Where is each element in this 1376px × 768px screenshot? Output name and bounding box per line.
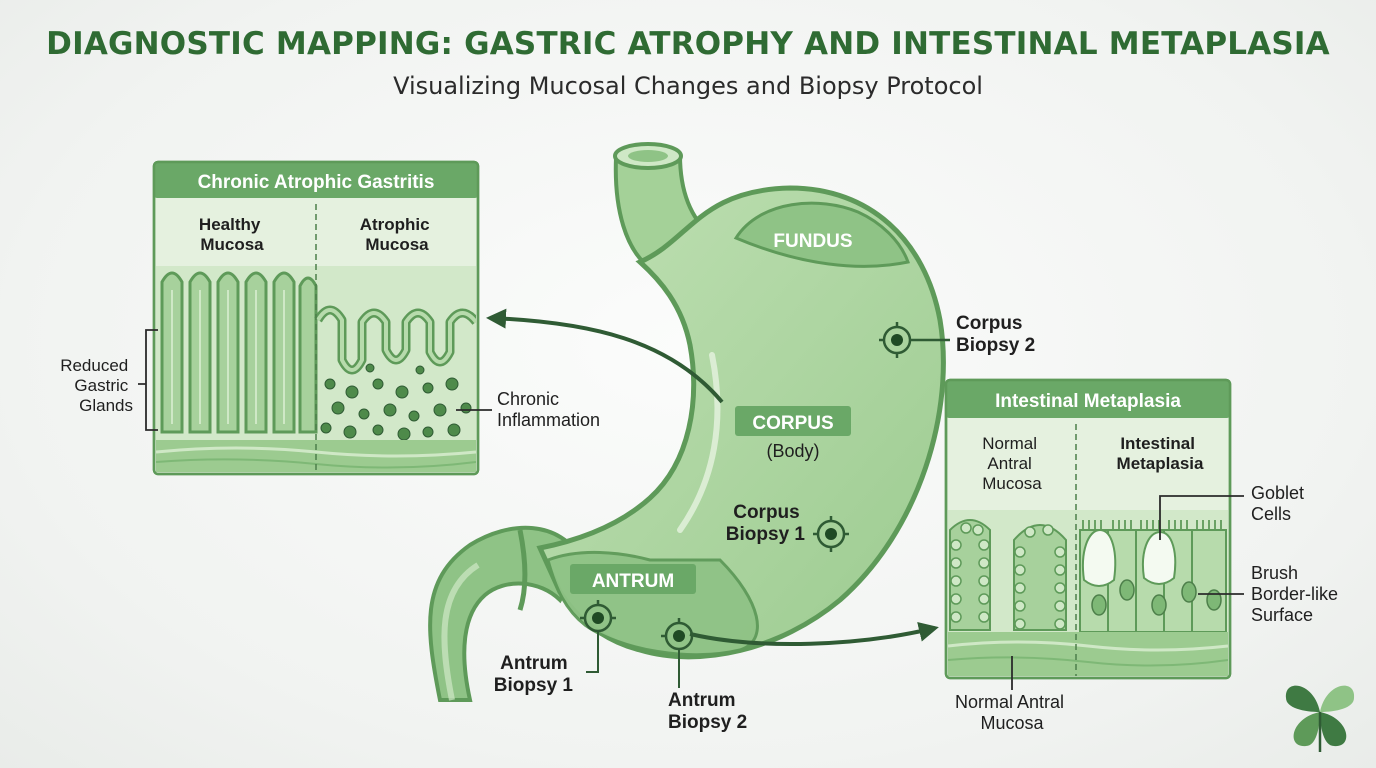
atrophic-panel-header: Chronic Atrophic Gastritis — [198, 172, 435, 193]
brush-border — [1082, 520, 1222, 530]
antrum-biopsy-2-label: Antrum Biopsy 2 — [668, 690, 747, 733]
brush-border-callout: Brush Border-like Surface — [1251, 563, 1343, 625]
goblet-cells — [1082, 528, 1177, 587]
antrum-biopsy-1-marker — [580, 600, 616, 673]
reduced-glands-bracket — [138, 329, 158, 431]
atrophic-gastritis-panel — [152, 160, 480, 476]
fundus-region — [733, 201, 911, 268]
intestinal-metaplasia-heading: Intestinal Metaplasia — [1117, 434, 1204, 473]
corpus-biopsy-2-marker — [879, 322, 950, 358]
page-title: DIAGNOSTIC MAPPING: GASTRIC ATROPHY AND … — [46, 26, 1330, 62]
normal-antral-heading: Normal Antral Mucosa — [982, 434, 1042, 493]
corpus-sublabel: (Body) — [766, 441, 819, 461]
antrum-label-box — [570, 564, 696, 594]
healthy-mucosa-heading: Healthy Mucosa — [199, 215, 265, 254]
corpus-biopsy-2-label: Corpus Biopsy 2 — [956, 313, 1035, 356]
antrum-biopsy-2-marker — [661, 618, 694, 688]
corpus-biopsy-1-label: Corpus Biopsy 1 — [726, 502, 806, 545]
corpus-label-box — [735, 406, 851, 436]
metaplasia-panel-header: Intestinal Metaplasia — [995, 391, 1181, 412]
intestinal-metaplasia-panel — [944, 378, 1232, 680]
reduced-glands-callout: Reduced Gastric Glands — [60, 356, 133, 415]
page-subtitle: Visualizing Mucosal Changes and Biopsy P… — [393, 72, 983, 100]
antrum-label: ANTRUM — [592, 571, 674, 592]
fundus-label: FUNDUS — [773, 231, 852, 252]
atrophic-mucosa-heading: Atrophic Mucosa — [360, 215, 435, 254]
arrow-to-atrophic-panel — [486, 308, 724, 404]
corpus-label: CORPUS — [752, 413, 833, 434]
arrow-to-metaplasia-panel — [689, 622, 939, 647]
four-leaf-clover-icon — [1285, 685, 1355, 752]
chronic-inflammation-callout: Chronic Inflammation — [497, 389, 600, 430]
goblet-cells-callout: Goblet Cells — [1251, 483, 1309, 524]
antrum-biopsy-1-label: Antrum Biopsy 1 — [494, 653, 574, 696]
inflammatory-cells — [320, 363, 472, 441]
normal-antral-mucosa-callout: Normal Antral Mucosa — [955, 692, 1069, 733]
corpus-biopsy-1-marker — [813, 516, 849, 552]
